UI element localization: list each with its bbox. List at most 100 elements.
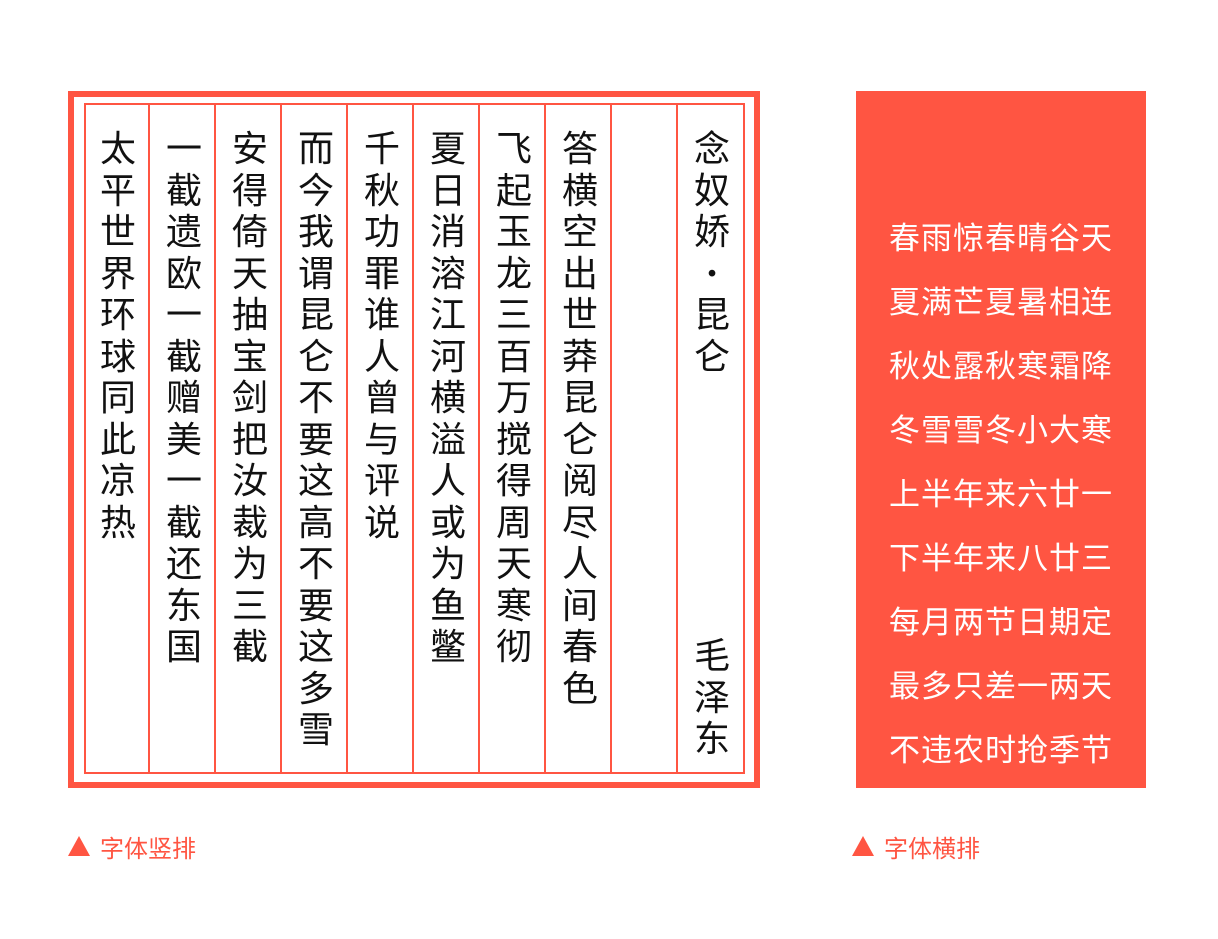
glyph: 截 [165, 502, 202, 544]
caption-vertical: 字体竖排 [68, 826, 196, 866]
glyph: 溶 [429, 253, 466, 295]
vertical-frame-outer [68, 91, 760, 788]
glyph: 搅 [495, 419, 532, 461]
rhyme-line: 春雨惊春晴谷天 [889, 221, 1113, 257]
glyph: 与 [363, 419, 400, 461]
glyph: 为 [429, 544, 466, 585]
glyph: 消 [429, 212, 466, 253]
glyph: 说 [363, 502, 400, 544]
glyph: 不 [297, 378, 334, 419]
glyph: 东 [693, 719, 730, 760]
glyph: 截 [165, 170, 202, 212]
column-divider [544, 103, 546, 774]
glyph: 阅 [561, 461, 598, 502]
glyph: 抽 [231, 295, 268, 336]
glyph: 得 [231, 170, 268, 212]
glyph: 起 [495, 170, 532, 212]
vertical-poem: 念奴娇·昆仑 毛泽东 答横空出世莽昆仑阅尽人间春色 飞起玉龙三百万搅得周天寒彻 … [84, 103, 745, 774]
glyph: 世 [561, 295, 598, 336]
column-divider [412, 103, 414, 774]
glyph: 昆 [693, 295, 730, 336]
glyph: 雪 [297, 710, 334, 751]
glyph: 为 [231, 544, 268, 585]
glyph: 仑 [297, 336, 334, 378]
glyph: 而 [297, 129, 334, 170]
glyph: 宝 [231, 336, 268, 378]
glyph: 或 [429, 502, 466, 544]
poem-line: 安得倚天抽宝剑把汝裁为三截 [218, 129, 282, 669]
glyph: 太 [99, 129, 136, 170]
rhyme-line: 秋处露秋寒霜降 [889, 349, 1113, 385]
column-divider [148, 103, 150, 774]
glyph: 横 [429, 378, 466, 419]
glyph: 天 [495, 544, 532, 585]
glyph: 高 [297, 502, 334, 544]
glyph: 还 [165, 544, 202, 585]
glyph: 热 [99, 502, 136, 544]
glyph: 念 [693, 129, 730, 170]
poem-line: 千秋功罪谁人曾与评说 [350, 129, 414, 544]
triangle-icon [68, 836, 90, 856]
glyph: 横 [561, 170, 598, 212]
glyph: 天 [231, 253, 268, 295]
glyph: 谓 [297, 253, 334, 295]
glyph: 这 [297, 461, 334, 502]
glyph: 泽 [693, 677, 730, 719]
glyph: 这 [297, 627, 334, 668]
glyph: 仑 [561, 419, 598, 461]
glyph: 一 [165, 461, 202, 502]
glyph: 球 [99, 336, 136, 378]
rhyme-line: 上半年来六廿一 [889, 477, 1113, 513]
glyph: 遗 [165, 212, 202, 253]
glyph: 我 [297, 212, 334, 253]
glyph: 此 [99, 419, 136, 461]
glyph: 凉 [99, 461, 136, 502]
glyph: 彻 [495, 627, 532, 668]
glyph: 娇 [693, 212, 730, 253]
caption-horizontal-label: 字体横排 [884, 834, 980, 863]
poem-line: 而今我谓昆仑不要这高不要这多雪 [284, 129, 348, 752]
glyph: 国 [165, 627, 202, 668]
column-divider [280, 103, 282, 774]
column-divider [610, 103, 612, 774]
glyph: 同 [99, 378, 136, 419]
glyph: 要 [297, 585, 334, 627]
glyph: 玉 [495, 212, 532, 253]
rhyme-line: 最多只差一两天 [889, 669, 1113, 705]
caption-vertical-label: 字体竖排 [100, 834, 196, 863]
glyph: 日 [429, 170, 466, 212]
glyph: 把 [231, 419, 268, 461]
glyph: 尽 [561, 502, 598, 544]
glyph: 曾 [363, 378, 400, 419]
glyph: 昆 [297, 295, 334, 336]
glyph: 要 [297, 419, 334, 461]
poem-line: 太平世界环球同此凉热 [86, 129, 150, 544]
glyph: 寒 [495, 585, 532, 627]
glyph: 罪 [363, 253, 400, 295]
column-divider [676, 103, 678, 774]
glyph: 空 [561, 212, 598, 253]
poem-line: 夏日消溶江河横溢人或为鱼鳖 [416, 129, 480, 669]
glyph: 三 [231, 585, 268, 627]
poem-author: 毛泽东 [680, 636, 744, 761]
glyph: 一 [165, 295, 202, 336]
glyph: 东 [165, 585, 202, 627]
glyph: 不 [297, 544, 334, 585]
rhyme-line: 下半年来八廿三 [889, 541, 1113, 577]
glyph: 江 [429, 295, 466, 336]
glyph: 秋 [363, 170, 400, 212]
glyph: 周 [495, 502, 532, 544]
glyph: 多 [297, 668, 334, 710]
glyph: 汝 [231, 461, 268, 502]
glyph: 人 [363, 336, 400, 378]
poem-line: 答横空出世莽昆仑阅尽人间春色 [548, 129, 612, 710]
glyph: 美 [165, 419, 202, 461]
glyph: 界 [99, 253, 136, 295]
glyph: 鱼 [429, 585, 466, 627]
glyph: 河 [429, 336, 466, 378]
glyph: 谁 [363, 295, 400, 336]
glyph: 得 [495, 461, 532, 502]
glyph: 世 [99, 212, 136, 253]
glyph: 溢 [429, 419, 466, 461]
poem-line: 飞起玉龙三百万搅得周天寒彻 [482, 129, 546, 669]
